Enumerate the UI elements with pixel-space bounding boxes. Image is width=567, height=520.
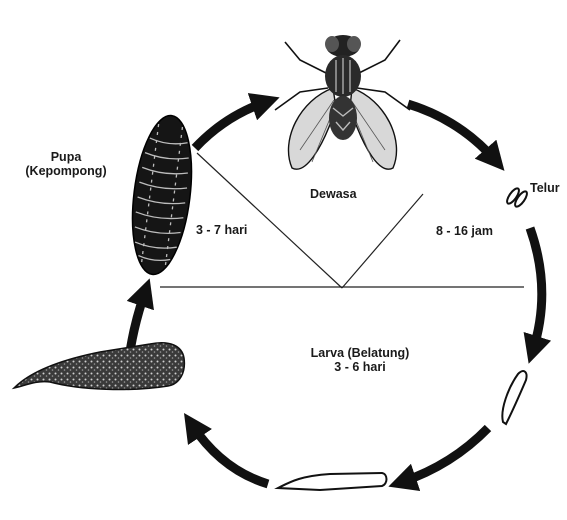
label-egg: Telur [530, 181, 560, 195]
divider-right [342, 194, 423, 288]
arrow-late-larva-to-maggot [192, 425, 268, 484]
arrow-adult-to-egg [408, 104, 495, 160]
pupa-illustration [124, 112, 199, 278]
duration-pupa-phase: 3 - 7 hari [196, 223, 247, 237]
label-pupa-line1: Pupa [10, 150, 122, 164]
label-pupa-line2: (Kepompong) [10, 164, 122, 178]
eggs-illustration [505, 187, 529, 209]
arrow-pupa-to-adult [195, 102, 266, 148]
adult-fly-illustration [275, 35, 410, 169]
label-larva: Larva (Belatung) 3 - 6 hari [280, 346, 440, 374]
early-larva-illustration [502, 371, 526, 424]
duration-egg-phase: 8 - 16 jam [436, 224, 493, 238]
divider-left [197, 153, 342, 288]
arrow-egg-to-larva [530, 228, 542, 350]
duration-larva-phase: 3 - 6 hari [280, 360, 440, 374]
maggot-illustration [14, 343, 184, 390]
late-larva-illustration [278, 473, 387, 490]
divider-lines [160, 153, 524, 288]
label-larva-name: Larva (Belatung) [280, 346, 440, 360]
label-pupa: Pupa (Kepompong) [10, 150, 122, 178]
arrow-larva-to-late-larva [402, 428, 488, 482]
label-adult: Dewasa [310, 187, 357, 201]
